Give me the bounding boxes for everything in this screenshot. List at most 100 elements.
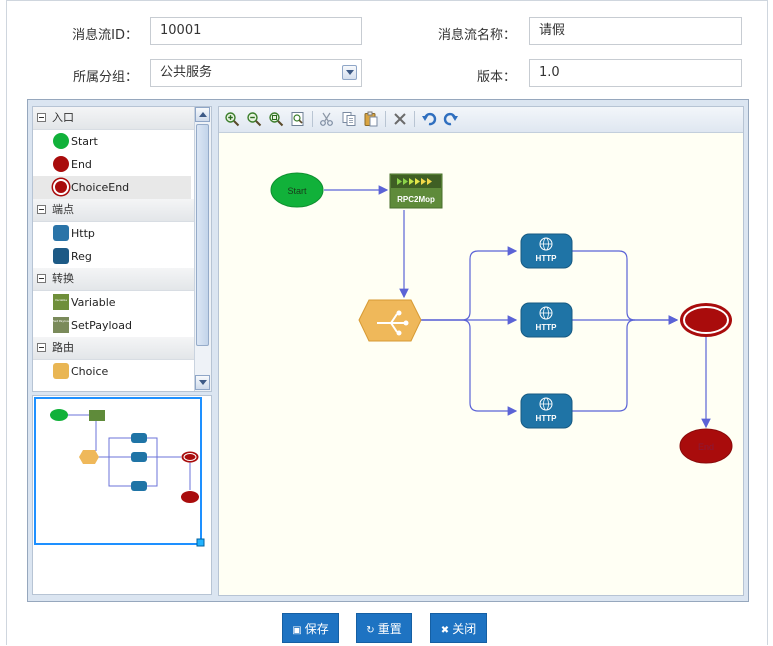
paste-icon[interactable] (363, 111, 379, 127)
scroll-down-icon[interactable] (195, 375, 210, 390)
palette-item-label: Reg (71, 250, 92, 263)
flow-id-field[interactable]: 10001 (150, 17, 362, 45)
outline-panel (32, 395, 212, 595)
delete-icon[interactable] (392, 111, 408, 127)
edge-http3-choiceend (572, 319, 636, 412)
http-icon (53, 225, 69, 241)
diagram-canvas[interactable]: Start RPC2Mop (218, 106, 744, 596)
scroll-up-icon[interactable] (195, 107, 210, 122)
cut-icon[interactable] (319, 111, 335, 127)
version-field[interactable]: 1.0 (529, 59, 742, 87)
collapse-icon[interactable] (37, 274, 46, 283)
collapse-icon[interactable] (37, 113, 46, 122)
http-node-1-label: HTTP (536, 254, 558, 263)
group-label: 所属分组： (72, 70, 138, 85)
group-select-value: 公共服务 (160, 65, 213, 80)
palette-item-label: Choice (71, 365, 109, 378)
collapse-icon[interactable] (37, 343, 46, 352)
outline-resize-handle (196, 538, 205, 547)
toolbar-separator (312, 111, 313, 127)
collapse-icon[interactable] (37, 205, 46, 214)
http-node-3[interactable]: HTTP (520, 393, 573, 429)
save-button[interactable]: ▣保存 (282, 613, 339, 643)
end-node-label: End (698, 442, 714, 452)
rpc2mop-node[interactable]: RPC2Mop (389, 173, 443, 209)
palette-item-label: SetPayload (71, 319, 132, 332)
outline-minimap (34, 397, 205, 547)
undo-icon[interactable] (421, 111, 437, 127)
edge-choice-http1 (421, 246, 518, 321)
page-frame-right (767, 0, 768, 645)
start-node-label: Start (287, 186, 307, 196)
flow-name-label: 消息流名称： (437, 28, 516, 43)
zoom-in-icon[interactable] (224, 111, 240, 127)
palette-item-end[interactable]: End (33, 153, 211, 176)
component-palette: 入口 Start End ChoiceEnd 端点 Http Reg 转换 Va… (32, 106, 212, 392)
palette-item-label: End (71, 158, 92, 171)
palette-item-label: ChoiceEnd (71, 181, 130, 194)
diagram-toolbar (219, 107, 743, 133)
palette-item-reg[interactable]: Reg (33, 245, 211, 268)
palette-item-http[interactable]: Http (33, 222, 211, 245)
palette-scrollbar[interactable] (194, 107, 211, 391)
http-node-1[interactable]: HTTP (520, 233, 573, 269)
scroll-thumb[interactable] (196, 124, 209, 346)
save-button-label: 保存 (304, 622, 329, 636)
variable-icon: Variable (53, 294, 69, 310)
palette-group-endpoint[interactable]: 端点 (33, 199, 211, 222)
start-icon (53, 133, 69, 149)
palette-item-label: Http (71, 227, 95, 240)
palette-item-choice[interactable]: Choice (33, 360, 211, 383)
choice-node[interactable] (358, 299, 422, 342)
start-node[interactable]: Start (270, 172, 324, 208)
palette-item-choiceend[interactable]: ChoiceEnd (33, 176, 191, 199)
version-label: 版本： (476, 70, 516, 85)
outline-viewport (34, 397, 202, 545)
close-button[interactable]: ✖关闭 (430, 613, 487, 643)
variable-icon-text: Variable (54, 298, 68, 302)
copy-icon[interactable] (341, 111, 357, 127)
flow-id-label: 消息流ID： (72, 28, 138, 43)
rpc2mop-node-label: RPC2Mop (397, 195, 435, 204)
palette-item-start[interactable]: Start (33, 130, 211, 153)
palette-item-label: Variable (71, 296, 116, 309)
reset-button[interactable]: ↻重置 (356, 613, 412, 643)
palette-group-routing[interactable]: 路由 (33, 337, 211, 360)
palette-group-label: 入口 (52, 111, 74, 124)
http-node-2[interactable]: HTTP (520, 302, 573, 338)
palette-item-label: Start (71, 135, 98, 148)
zoom-fit-icon[interactable] (290, 111, 306, 127)
http-node-2-label: HTTP (536, 323, 558, 332)
toolbar-separator (385, 111, 386, 127)
choice-end-icon (53, 179, 69, 195)
close-button-label: 关闭 (452, 622, 477, 636)
palette-group-transform[interactable]: 转换 (33, 268, 211, 291)
palette-group-label: 端点 (52, 203, 74, 216)
http-node-3-label: HTTP (536, 414, 558, 423)
reset-icon: ↻ (366, 625, 375, 636)
flow-name-field[interactable]: 请假 (529, 17, 742, 45)
reg-icon (53, 248, 69, 264)
zoom-out-icon[interactable] (246, 111, 262, 127)
redo-icon[interactable] (443, 111, 459, 127)
group-select[interactable]: 公共服务 (150, 59, 362, 87)
choice-end-node[interactable] (680, 303, 732, 337)
edge-choice-http3 (421, 319, 518, 416)
zoom-actual-icon[interactable] (268, 111, 284, 127)
toolbar-separator (414, 111, 415, 127)
edge-http1-choiceend (572, 250, 679, 325)
end-node[interactable]: End (679, 428, 733, 464)
end-icon (53, 156, 69, 172)
choice-icon (53, 363, 69, 379)
set-payload-icon-text: Set Payload (53, 319, 71, 323)
close-icon: ✖ (440, 625, 450, 636)
page-frame-left (6, 0, 7, 645)
chevron-down-icon[interactable] (342, 65, 357, 80)
palette-group-label: 转换 (52, 272, 74, 285)
page-frame-top (6, 0, 768, 1)
set-payload-icon: Set Payload (53, 317, 71, 333)
palette-group-entry[interactable]: 入口 (33, 107, 211, 130)
palette-group-label: 路由 (52, 341, 74, 354)
